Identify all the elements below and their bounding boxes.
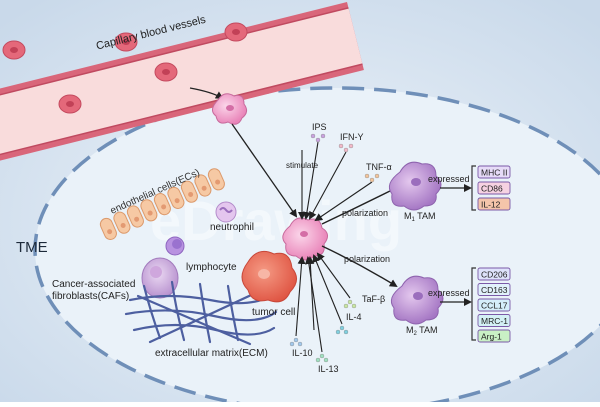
- m2-tam-label: M2 TAM: [406, 325, 438, 337]
- m1-tam-label: M1 TAM: [404, 211, 436, 223]
- cafs-label-line1: Cancer-associated: [52, 279, 135, 290]
- m2-stimulus-label: IL-13: [318, 364, 339, 374]
- rbc: [114, 32, 138, 52]
- circulating-monocyte: [212, 93, 248, 125]
- rbc: [154, 62, 178, 82]
- ecm-fiber: [148, 288, 264, 344]
- m2-expressed-label: expressed: [428, 288, 470, 298]
- lymphocyte-label: lymphocyte: [186, 262, 237, 273]
- stimulus-arrow: [302, 141, 319, 220]
- m2-stimulus-label: TaF-β: [362, 294, 385, 304]
- stimulus-arrow: [312, 254, 343, 325]
- stimulus-arrow: [309, 151, 347, 220]
- endothelial-cell: [99, 217, 117, 240]
- marker-box: IL-12: [477, 197, 511, 211]
- capillary-vessel: [0, 2, 364, 167]
- marker-label: IL-12: [481, 200, 501, 210]
- marker-label: CD163: [481, 285, 508, 295]
- marker-label: MRC-1: [481, 316, 508, 326]
- neutrophil-cell: [215, 201, 237, 223]
- ecm-fiber: [136, 294, 252, 346]
- recruitment-arrow: [231, 123, 298, 218]
- endothelial-cell: [167, 186, 185, 209]
- rbc: [58, 94, 82, 114]
- ecm-fiber: [128, 294, 272, 305]
- vessel-lumen: [0, 7, 363, 161]
- m2-polarization-label: polarization: [344, 254, 390, 264]
- marker-box: MRC-1: [477, 314, 511, 327]
- m2-stimulus-label: IL-10: [292, 348, 313, 358]
- m2-tam-cell: [390, 275, 444, 325]
- cafs-label-line2: fibroblasts(CAFs): [52, 291, 129, 302]
- caf-cell: [141, 257, 179, 299]
- tme-label: TME: [16, 239, 48, 256]
- endothelial-cell: [113, 211, 131, 234]
- marker-box: CCL17: [477, 298, 511, 312]
- tumor-label: tumor cell: [252, 307, 295, 318]
- m1-stimulus-label: IPS: [312, 122, 327, 132]
- neutrophil-label: neutrophil: [210, 222, 254, 233]
- endothelial-cell: [126, 205, 144, 228]
- red-blood-cells: [2, 22, 248, 114]
- m1-tam-cell: [388, 161, 442, 211]
- stimulus-arrow: [316, 252, 351, 299]
- ecm-fiber: [198, 282, 212, 344]
- m1-polarization-label: polarization: [342, 208, 388, 218]
- marker-box: CD163: [477, 283, 511, 296]
- m2-stimulus-label: IL-4: [346, 312, 362, 322]
- stimulus-arrow: [314, 181, 373, 222]
- m1-bracket: [471, 165, 476, 211]
- endothelial-cell: [153, 193, 171, 216]
- m1-stimulus-label: IFN-Y: [340, 132, 364, 142]
- m2-bracket: [471, 267, 476, 341]
- tumor-cell: [241, 250, 297, 303]
- ecm-fiber: [142, 284, 162, 340]
- marker-box: CD206: [477, 267, 511, 281]
- marker-label: CCL17: [481, 301, 508, 311]
- stimulus-arrow: [295, 256, 306, 337]
- stimulus-arrow: [306, 256, 315, 331]
- endothelial-cell: [180, 180, 198, 203]
- marker-label: MHC II: [481, 168, 507, 178]
- marker-label: CD86: [481, 184, 503, 194]
- marker-label: CD206: [481, 270, 508, 280]
- endothelial-cell: [207, 168, 225, 191]
- ecm-fiber: [226, 284, 240, 342]
- rbc: [2, 40, 26, 60]
- marker-label: Arg-1: [481, 332, 502, 342]
- stimulate-label: stimulate: [286, 161, 319, 170]
- m1-expressed-label: expressed: [428, 174, 470, 184]
- lymphocyte-cell: [165, 236, 185, 256]
- ecm-fiber: [170, 280, 186, 342]
- m1-stimuli: IPS IFN-Y TNF-α: [298, 122, 392, 222]
- endothelial-cell: [140, 199, 158, 222]
- ecm-label: extracellular matrix(ECM): [155, 348, 268, 359]
- marker-box: Arg-1: [477, 329, 511, 343]
- marker-box: MHC II: [477, 165, 511, 179]
- m2-polarization-arrow: [321, 245, 398, 288]
- extracellular-matrix: [124, 280, 278, 346]
- endothelial-cells: [99, 168, 225, 240]
- endothelial-cell: [194, 174, 212, 197]
- m1-stimulus-label: TNF-α: [366, 162, 392, 172]
- marker-box: CD86: [477, 181, 511, 195]
- rbc: [224, 22, 248, 42]
